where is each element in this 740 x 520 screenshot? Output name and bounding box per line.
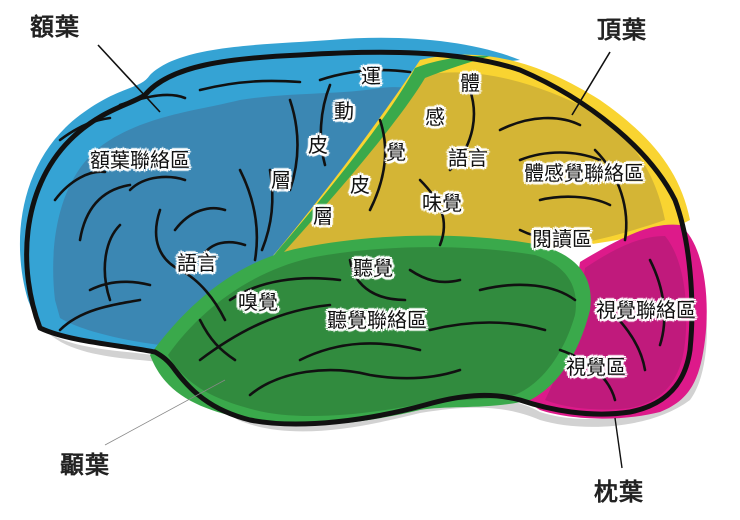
language-parietal-label: 語言 [448,146,488,170]
sensory-cortex-char-5: 層 [313,204,333,228]
frontal-lobe-title: 額葉 [30,13,80,41]
leader-lines [97,44,623,469]
central-sulcus-strip [268,55,490,263]
occipital-lobe-inner [545,236,687,410]
frontal-association-label: 額葉聯絡區 [90,148,190,172]
sensory-cortex-char-2: 感 [425,105,445,129]
temporal-lobe-title: 顳葉 [60,451,110,479]
temporal-lobe-inner [168,247,576,417]
motor-cortex-char-3: 皮 [308,133,328,157]
olfactory-label: 嗅覺 [238,290,278,314]
reading-label: 閱讀區 [532,227,592,251]
sensory-cortex-char-4: 皮 [350,173,370,197]
occipital-lobe-title: 枕葉 [594,478,644,506]
language-frontal-label: 語言 [177,251,217,275]
sulci [53,68,666,402]
sensory-cortex-char-1: 體 [460,71,480,95]
somatosensory-association-label: 體感覺聯絡區 [524,161,644,185]
sensory-cortex-char-3: 覺 [386,140,406,164]
frontal-lobe-inner [53,87,420,345]
brain-outline [24,49,695,427]
visual-association-label: 視覺聯絡區 [596,298,696,322]
taste-label: 味覺 [422,191,462,215]
motor-cortex-char-1: 運 [361,64,381,88]
motor-cortex-char-2: 動 [334,99,354,123]
auditory-association-label: 聽覺聯絡區 [327,308,427,332]
visual-label: 視覺區 [566,355,626,379]
motor-cortex-char-4: 層 [271,168,291,192]
auditory-label: 聽覺 [353,256,393,280]
parietal-lobe-title: 頂葉 [597,16,647,44]
